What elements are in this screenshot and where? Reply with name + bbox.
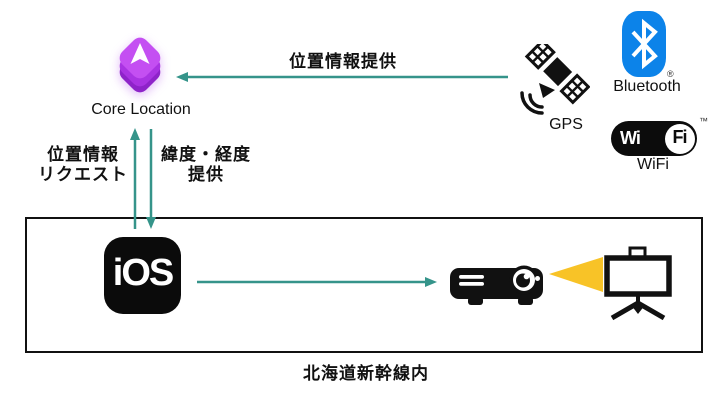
shinkansen-box-caption: 北海道新幹線内: [303, 364, 429, 383]
projector-indicator-dot: [535, 276, 540, 281]
latlon-line2: 提供: [188, 165, 224, 184]
arrow-latlon-head: [146, 217, 156, 229]
projection-beam-icon: [549, 257, 603, 292]
projector-icon: [450, 265, 543, 305]
bluetooth-icon: [622, 11, 666, 77]
signal-wave-inner: [528, 93, 544, 109]
ios-wordmark: iOS: [112, 252, 174, 294]
wifi-logo-circle: Fi: [664, 123, 695, 154]
location-request-label: 位置情報 リクエスト: [22, 145, 144, 185]
core-location-label: Core Location: [91, 101, 191, 118]
latlon-provide-label: 緯度・経度 提供: [145, 145, 267, 185]
gps-label: GPS: [549, 116, 583, 133]
wifi-logo-icon: Wi Fi: [611, 121, 697, 156]
bluetooth-rune: [631, 18, 658, 70]
screen-leg-center: [631, 305, 645, 314]
arrow-tunnel-head: [425, 277, 437, 287]
provide-location-label: 位置情報提供: [289, 52, 397, 71]
signal-wave-outer: [520, 91, 544, 115]
bluetooth-label: Bluetooth: [613, 78, 681, 95]
projector-lens-highlight: [523, 273, 530, 280]
wifi-logo-fi: Fi: [672, 127, 688, 147]
screen-pole: [636, 294, 640, 307]
ios-device-icon: iOS: [104, 237, 181, 314]
location-request-line1: 位置情報: [47, 145, 119, 164]
bluetooth-registered-mark: ®: [667, 69, 674, 79]
satellite-body: [524, 44, 590, 105]
wifi-logo-wi: Wi: [620, 127, 641, 148]
wifi-trademark-mark: ™: [699, 116, 708, 126]
latlon-line1: 緯度・経度: [161, 145, 251, 164]
projector-vent-top: [459, 275, 484, 279]
screen-surface: [604, 255, 672, 297]
screen-icon: [604, 246, 672, 321]
satellite-dish: [539, 83, 555, 98]
navigation-arrow-icon: [130, 43, 150, 64]
wifi-label: WiFi: [637, 156, 669, 173]
location-request-line2: リクエスト: [38, 165, 128, 184]
arrow-request-head: [130, 128, 140, 140]
projector-vent-bottom: [459, 282, 484, 286]
gps-satellite-icon: [520, 44, 590, 115]
arrow-provide-location-head: [176, 72, 188, 82]
core-location-icon: [119, 37, 161, 93]
